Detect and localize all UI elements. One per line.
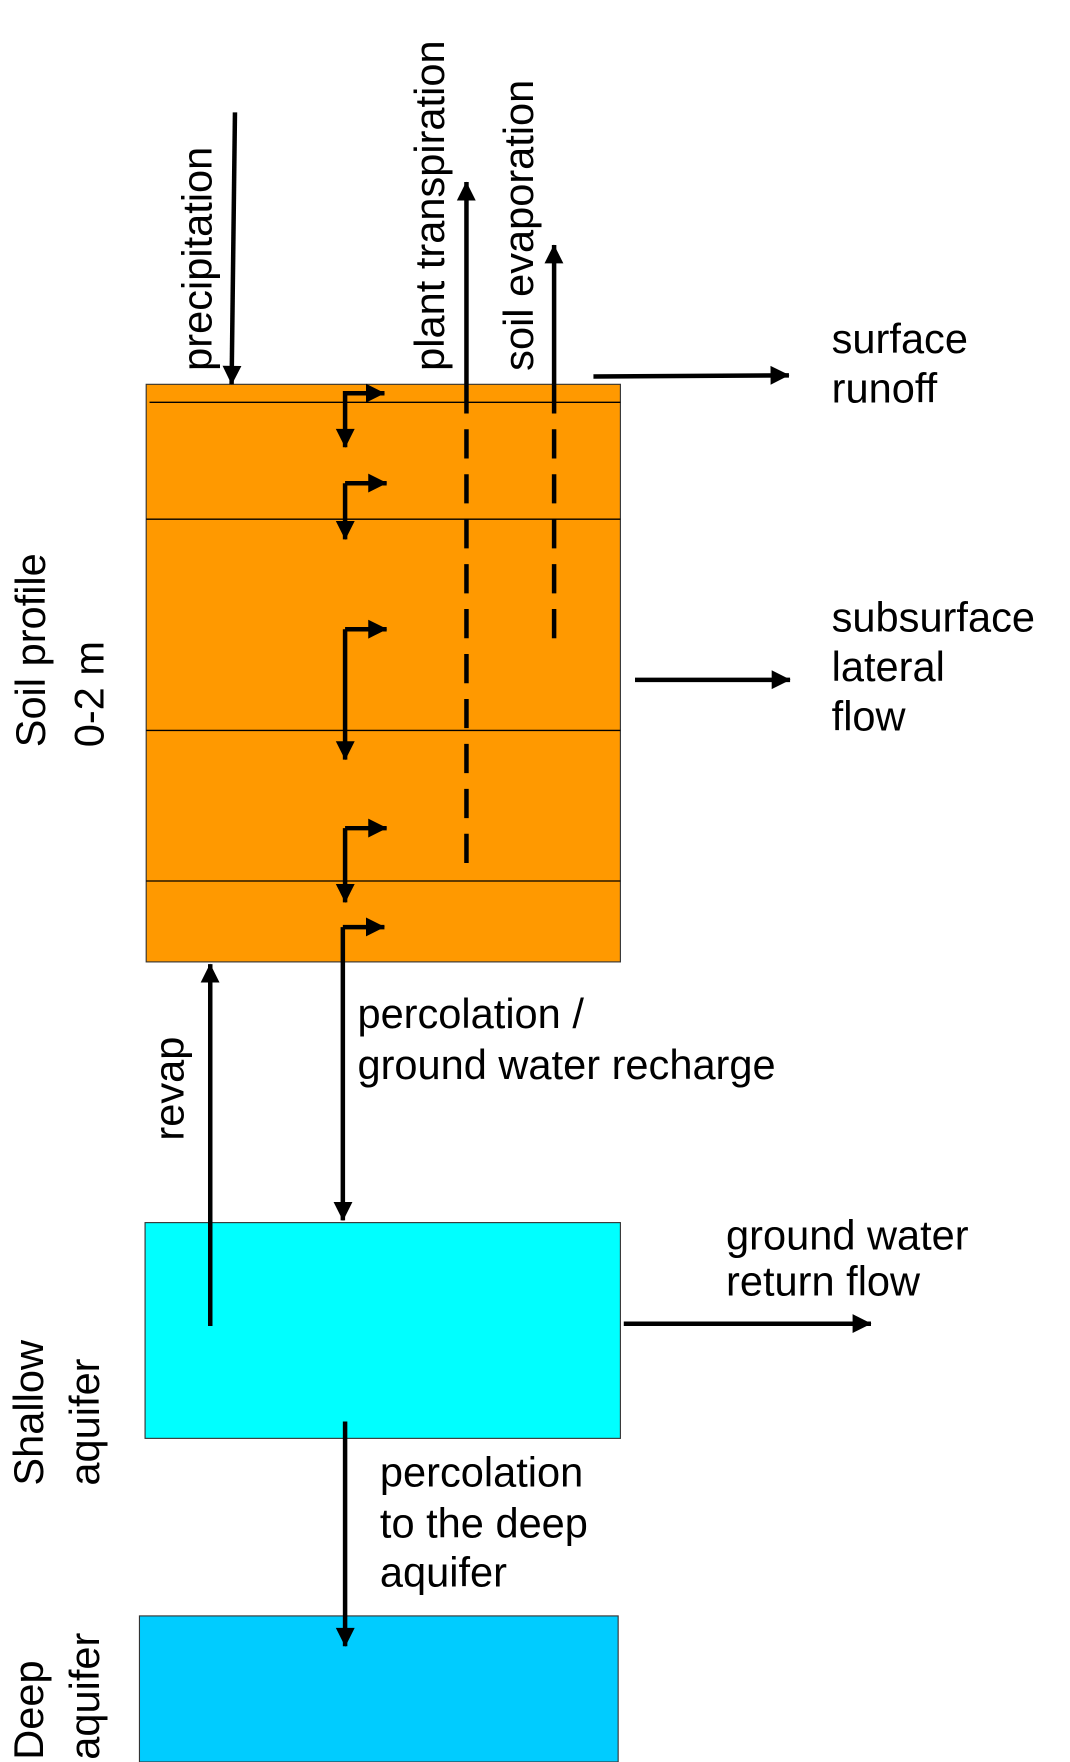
shallow-aquifer-label-2: aquifer	[61, 1358, 108, 1485]
soil-evaporation-label: soil evaporation	[495, 80, 542, 371]
layer-flow-arrows	[335, 383, 388, 937]
surface-runoff-arrow	[593, 365, 790, 385]
percolation-recharge-label: percolation /	[357, 990, 584, 1037]
subsurface-label-2: lateral	[832, 643, 945, 690]
gw-return-flow-label: ground water	[726, 1212, 969, 1259]
surface-runoff-label: surface	[832, 315, 968, 362]
subsurface-label-3: flow	[832, 692, 907, 739]
revap-label: revap	[145, 1037, 192, 1141]
percolation-deep-label: percolation	[380, 1449, 583, 1496]
deep-aquifer-label-2: aquifer	[61, 1633, 108, 1760]
percolation-deep-label-2: to the deep	[380, 1499, 588, 1546]
precipitation-label: precipitation	[173, 147, 220, 371]
deep-aquifer-box	[138, 1615, 619, 1762]
shallow-aquifer-label: Shallow	[5, 1339, 52, 1486]
deep-aquifer-label: Deep	[5, 1660, 52, 1759]
soil-profile-box	[145, 383, 621, 963]
plant-transpiration-label: plant transpiration	[406, 40, 453, 370]
soil-profile-label: Soil profile	[7, 553, 54, 747]
percolation-recharge-label-2: ground water recharge	[357, 1041, 775, 1088]
soil-profile-depth-label: 0-2 m	[65, 641, 112, 747]
subsurface-label: subsurface	[832, 594, 1035, 641]
soil-layer-lines	[146, 401, 621, 882]
percolation-deep-label-3: aquifer	[380, 1549, 507, 1596]
shallow-aquifer-box	[144, 1222, 621, 1439]
surface-runoff-label-2: runoff	[832, 364, 938, 411]
precipitation-arrow	[222, 112, 242, 385]
gw-return-flow-label-2: return flow	[726, 1258, 921, 1305]
